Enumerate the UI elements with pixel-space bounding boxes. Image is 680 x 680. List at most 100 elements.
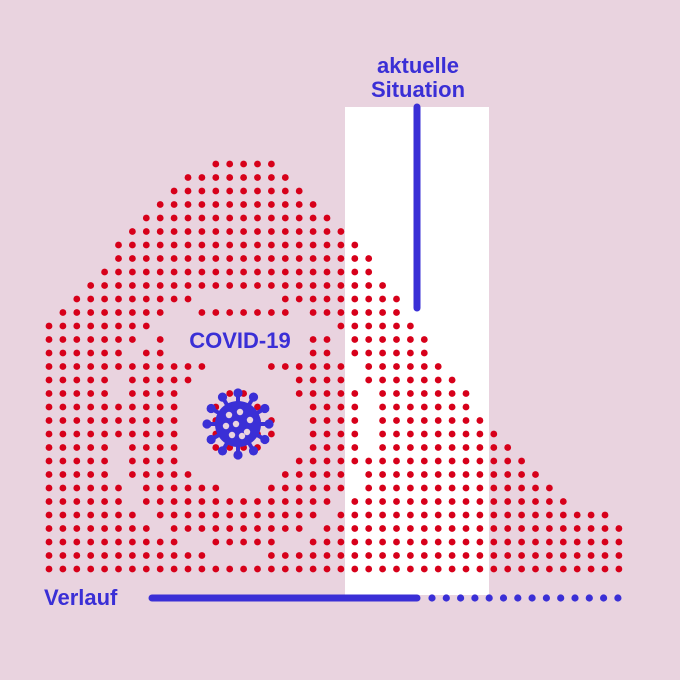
timeline-future-dot	[428, 594, 436, 602]
curve-dot	[129, 255, 136, 262]
curve-dot	[518, 471, 525, 478]
timeline-future-dot	[585, 594, 593, 602]
curve-dot	[129, 538, 136, 546]
curve-dot	[434, 417, 442, 424]
curve-dot	[546, 525, 553, 532]
curve-dot	[156, 538, 164, 546]
curve-dot	[546, 484, 553, 492]
curve-dot	[379, 282, 386, 289]
timeline-future-dot	[471, 594, 479, 602]
curve-dot	[281, 201, 289, 208]
curve-dot	[281, 552, 289, 559]
curve-dot	[115, 241, 122, 249]
curve-dot	[351, 309, 359, 316]
curve-dot	[87, 444, 95, 451]
curve-dot	[115, 417, 122, 424]
curve-dot	[212, 241, 220, 249]
curve-dot	[87, 565, 95, 573]
curve-dot	[337, 444, 345, 451]
curve-dot	[407, 511, 414, 519]
curve-dot	[268, 268, 275, 276]
curve-dot	[59, 349, 67, 357]
curve-dot	[476, 498, 484, 505]
curve-dot	[268, 525, 275, 532]
curve-dot	[240, 174, 248, 181]
curve-dot	[434, 430, 442, 438]
curve-dot	[129, 430, 136, 438]
curve-dot	[420, 363, 428, 370]
curve-dot	[198, 498, 206, 505]
curve-dot	[198, 174, 206, 181]
curve-dot	[379, 390, 386, 397]
curve-dot	[268, 241, 275, 249]
curve-dot	[295, 187, 303, 195]
curve-dot	[73, 403, 81, 411]
virus-spike-knob	[206, 403, 216, 414]
curve-dot	[87, 457, 95, 465]
curve-dot	[309, 484, 317, 492]
curve-dot	[198, 511, 206, 519]
curve-dot	[87, 538, 95, 546]
curve-dot	[448, 471, 456, 478]
curve-dot	[142, 228, 150, 235]
curve-dot	[462, 457, 470, 465]
curve-dot	[407, 498, 414, 505]
timeline-future-dot	[499, 594, 508, 602]
curve-dot	[170, 376, 178, 384]
curve-dot	[281, 282, 289, 289]
curve-dot	[323, 552, 331, 559]
curve-dot	[559, 552, 567, 559]
curve-dot	[156, 228, 164, 235]
curve-dot	[184, 174, 192, 181]
curve-dot	[407, 322, 414, 330]
curve-dot	[490, 565, 498, 573]
curve-dot	[323, 363, 331, 370]
curve-dot	[351, 295, 359, 303]
curve-dot	[323, 403, 331, 411]
timeline-label: Verlauf	[44, 585, 118, 610]
curve-dot	[198, 268, 206, 276]
curve-dot	[379, 403, 386, 411]
curve-dot	[184, 255, 192, 262]
timeline-future-dot	[442, 594, 450, 602]
curve-dot	[490, 444, 498, 451]
curve-dot	[448, 525, 456, 532]
curve-dot	[532, 471, 539, 478]
curve-dot	[142, 471, 150, 478]
curve-dot	[434, 457, 442, 465]
curve-dot	[476, 457, 484, 465]
curve-dot	[434, 390, 442, 397]
curve-dot	[156, 336, 164, 343]
curve-dot	[87, 511, 95, 519]
curve-dot	[87, 309, 95, 316]
curve-dot	[295, 228, 303, 235]
curve-dot	[212, 255, 220, 262]
curve-dot	[379, 444, 386, 451]
curve-dot	[45, 430, 53, 438]
curve-dot	[115, 552, 122, 559]
current-situation-label-line2: Situation	[370, 77, 466, 102]
curve-dot	[170, 444, 178, 451]
curve-dot	[59, 484, 67, 492]
curve-dot	[254, 174, 261, 181]
curve-dot	[337, 390, 345, 397]
curve-dot	[420, 565, 428, 573]
timeline-future-dot	[457, 594, 465, 602]
curve-dot	[87, 349, 95, 357]
curve-dot	[407, 565, 414, 573]
curve-dot	[323, 538, 331, 546]
curve-dot	[170, 511, 178, 519]
curve-dot	[101, 295, 108, 303]
curve-dot	[73, 484, 81, 492]
curve-dot	[254, 268, 261, 276]
curve-dot	[337, 430, 345, 438]
curve-dot	[295, 282, 303, 289]
curve-dot	[448, 538, 456, 546]
curve-dot	[115, 349, 122, 357]
curve-dot	[254, 214, 261, 222]
curve-dot	[156, 403, 164, 411]
curve-dot	[615, 538, 623, 546]
curve-dot	[45, 336, 53, 343]
curve-dot	[142, 430, 150, 438]
curve-dot	[59, 457, 67, 465]
